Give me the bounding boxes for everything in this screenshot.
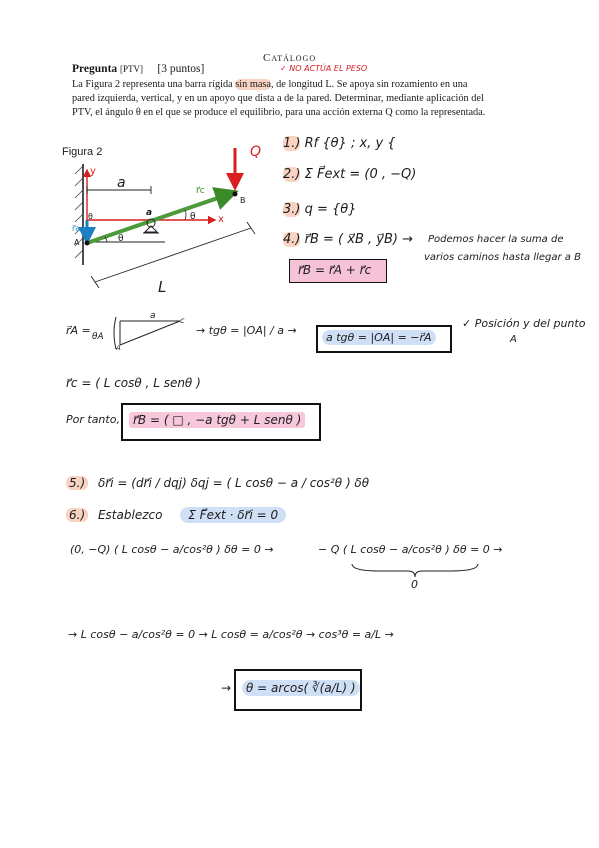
question-tag: [PTV]	[120, 64, 144, 74]
catalog-title: Catálogo	[263, 52, 317, 64]
step-3-number: 3.)	[283, 202, 301, 217]
fig-label-theta-left: θ	[88, 212, 93, 221]
fig-label-y: y	[90, 166, 96, 177]
step-2-number: 2.)	[283, 167, 301, 182]
step-4-note-1: Podemos hacer la suma de	[428, 234, 564, 245]
part-6-number: 6.)	[66, 508, 89, 522]
final-answer-box: θ = arcos( ∛(a/L) )	[234, 669, 362, 711]
position-note-2: A	[510, 334, 517, 345]
part-6-equation: Σ F⃗ext · δr⃗i = 0	[180, 507, 287, 523]
red-annotation: ✓ NO ACTÚA EL PESO	[280, 64, 368, 73]
part-6: 6.) Establezco Σ F⃗ext · δr⃗i = 0	[66, 507, 287, 523]
atg-box: a tgθ = |OA| = −r⃗A	[316, 325, 452, 353]
step-3: 3.) q = {θ}	[283, 202, 357, 217]
ra-triangle	[113, 316, 181, 350]
tri-label-left: θA	[92, 332, 104, 342]
support-base	[143, 225, 159, 233]
step-1-text: Rf {θ} ; x, y {	[304, 136, 396, 151]
por-tanto: Por tanto,	[66, 413, 120, 426]
tri-label-a: A	[116, 344, 121, 352]
statement-line-1: La Figura 2 representa una barra rígida …	[72, 79, 467, 90]
dimension-L	[94, 227, 252, 283]
rc-definition: r⃗c = ( L cosθ , L senθ )	[66, 376, 201, 390]
part-5: 5.) δr⃗i = (dr⃗i / dqj) δqj = ( L cosθ −…	[66, 476, 369, 490]
step-2-text: Σ F⃗ext = (0 , −Q)	[304, 167, 417, 182]
position-note-1: ✓ Posición y del punto	[462, 317, 586, 330]
tri-label-c: c	[180, 316, 185, 325]
tan-relation: → tgθ = |OA| / a →	[196, 324, 297, 337]
step-1: 1.) Rf {θ} ; x, y {	[283, 136, 396, 151]
statement-text: , de longitud L. Se apoya sin rozamiento…	[271, 79, 468, 90]
fig-label-a-mid: a	[146, 208, 153, 218]
final-answer-text: θ = arcos( ∛(a/L) )	[242, 680, 360, 696]
step-4-boxed-text: r⃗B = r⃗A + r⃗c	[298, 263, 372, 277]
atg-highlight: a tgθ = |OA| = −r⃗A	[322, 330, 436, 345]
step-3-text: q = {θ}	[304, 202, 357, 217]
rb-final-box: r⃗B = ( □ , −a tgθ + L senθ )	[121, 403, 321, 441]
fig-label-ra: r⃗a	[72, 224, 81, 233]
question-points: [3 puntos]	[157, 63, 205, 75]
statement-line-2: pared izquierda, vertical, y en un apoyo…	[72, 93, 484, 104]
step-4: 4.) r⃗B = ( x⃗B , y⃗B) →	[283, 232, 413, 247]
fig-label-x: x	[218, 214, 224, 225]
question-heading: Pregunta [PTV] [3 puntos]	[72, 63, 204, 75]
fig-label-rc: r⃗c	[196, 186, 205, 196]
part-6-label: Establezco	[97, 508, 163, 522]
fig-label-A: A	[74, 238, 80, 247]
part-5-number: 5.)	[66, 476, 89, 490]
question-label: Pregunta	[72, 63, 118, 75]
ra-lhs: r⃗A =	[66, 324, 91, 337]
step-4-text: r⃗B = ( x⃗B , y⃗B) →	[304, 232, 413, 247]
support-roller	[146, 218, 156, 228]
final-arrow: →	[221, 681, 232, 695]
rc-vector	[86, 187, 239, 245]
equation-line-1-left: (0, −Q) ( L cosθ − a/cos²θ ) δθ = 0 →	[70, 543, 274, 556]
fig-label-a-top: a	[117, 175, 126, 191]
underbrace	[351, 563, 479, 578]
equation-line-1-right: − Q ( L cosθ − a/cos²θ ) δθ = 0 →	[318, 543, 503, 556]
part-5-text: δr⃗i = (dr⃗i / dqj) δqj = ( L cosθ − a /…	[97, 476, 370, 490]
step-4-number: 4.)	[283, 232, 301, 247]
tri-label-top: a	[150, 311, 156, 321]
equation-line-2: → L cosθ − a/cos²θ = 0 → L cosθ = a/cos²…	[68, 628, 394, 641]
step-4-note-2: varios caminos hasta llegar a B	[424, 252, 581, 263]
brace-zero: 0	[411, 578, 418, 591]
fig-label-B: B	[240, 196, 246, 205]
statement-line-3: PTV, el ángulo θ en el que se produce el…	[72, 107, 486, 118]
figure-title: Figura 2	[62, 146, 103, 158]
fig-label-theta-mid: θ	[118, 234, 124, 244]
step-2: 2.) Σ F⃗ext = (0 , −Q)	[283, 167, 416, 182]
fig-label-L: L	[158, 278, 167, 296]
fig-label-Q: Q	[250, 144, 262, 160]
statement-text: La Figura 2 representa una barra rígida	[72, 79, 236, 90]
step-4-boxed-eq: r⃗B = r⃗A + r⃗c	[289, 259, 387, 283]
theta-arc-x	[184, 209, 187, 221]
step-1-number: 1.)	[283, 136, 301, 151]
rb-final-text: r⃗B = ( □ , −a tgθ + L senθ )	[129, 412, 306, 428]
atg-boxed-text: a tgθ = |OA| = −r⃗A	[322, 330, 436, 345]
theta-arc-origin	[104, 236, 108, 243]
figure-2-diagram	[74, 148, 256, 289]
highlight-sin-masa: sin masa	[235, 79, 271, 90]
fig-label-theta-top: θ	[190, 212, 196, 222]
